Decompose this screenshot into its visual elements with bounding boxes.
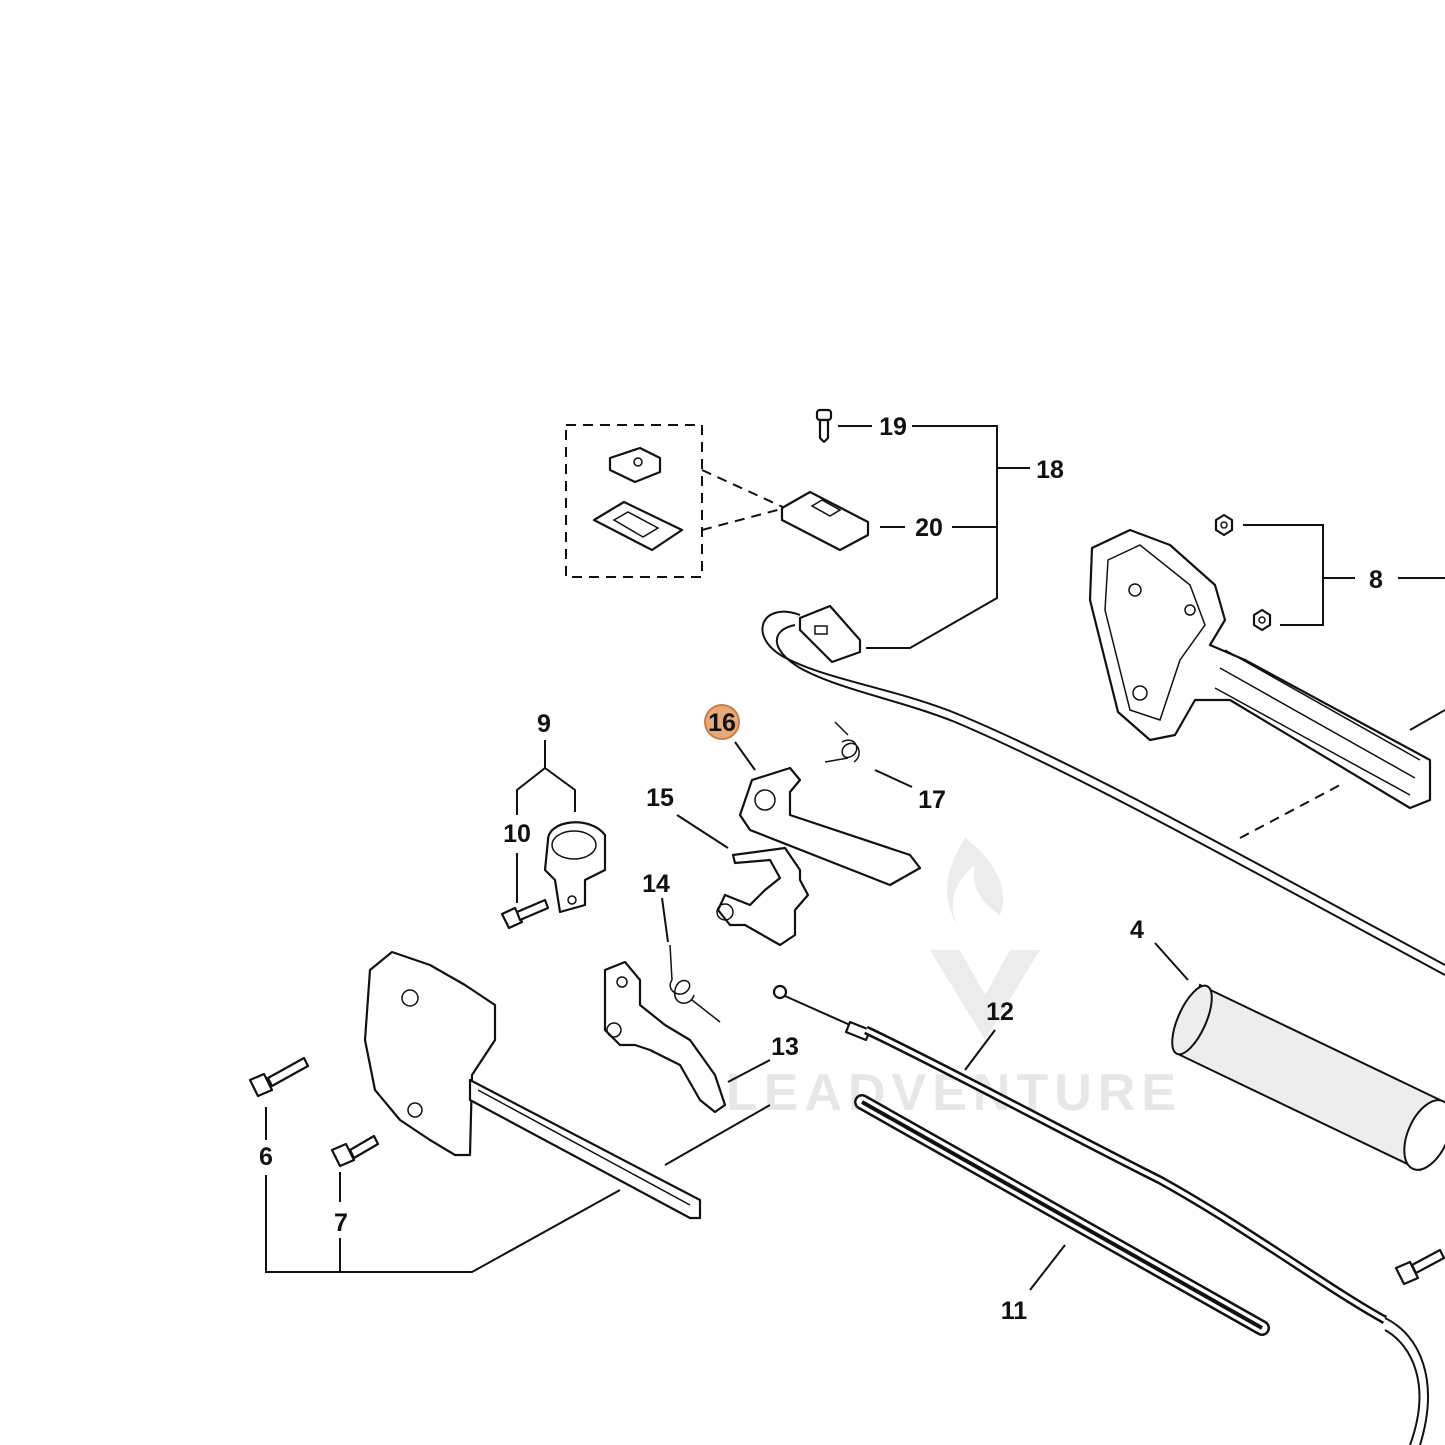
callout-9: 9 [537,710,551,738]
clamp-9 [543,821,607,914]
callout-17: 17 [918,786,946,814]
callout-18: 18 [1036,456,1064,484]
callout-11: 11 [1001,1297,1028,1325]
callout-4: 4 [1130,916,1144,944]
screw-7 [330,1134,380,1168]
highlight-badge [704,704,740,740]
handle-housing-right [1088,528,1432,810]
callout-16: 16 [708,709,736,737]
callout-14: 14 [642,870,670,898]
callout-15: 15 [646,784,674,812]
watermark: LEADVENTURE [726,838,1176,1122]
tube-11 [854,1094,1270,1336]
callout-19: 19 [879,413,907,441]
lockout-lever [716,846,810,947]
screw-10 [500,898,550,930]
spring-17 [824,721,860,763]
callout-12: 12 [986,998,1014,1026]
stop-switch-wire [761,604,1445,976]
screw-19 [815,408,833,444]
callout-10: 10 [503,820,531,848]
screw-right [1394,1248,1445,1286]
lever-13 [603,960,727,1114]
switch-plate [780,490,870,552]
nuts-8 [1214,513,1272,632]
kit-inset [565,424,786,578]
leader-lines [265,425,1445,1291]
callout-6: 6 [259,1143,273,1171]
spring-14 [669,944,721,1023]
callout-20: 20 [915,514,943,542]
foam-grip [1171,983,1445,1172]
callout-7: 7 [334,1209,348,1237]
handle-housing-left [363,950,702,1220]
callout-13: 13 [771,1033,799,1061]
throttle-cable [772,984,1429,1445]
screw-6 [248,1056,310,1098]
callout-8: 8 [1369,566,1383,594]
throttle-trigger [738,766,922,887]
